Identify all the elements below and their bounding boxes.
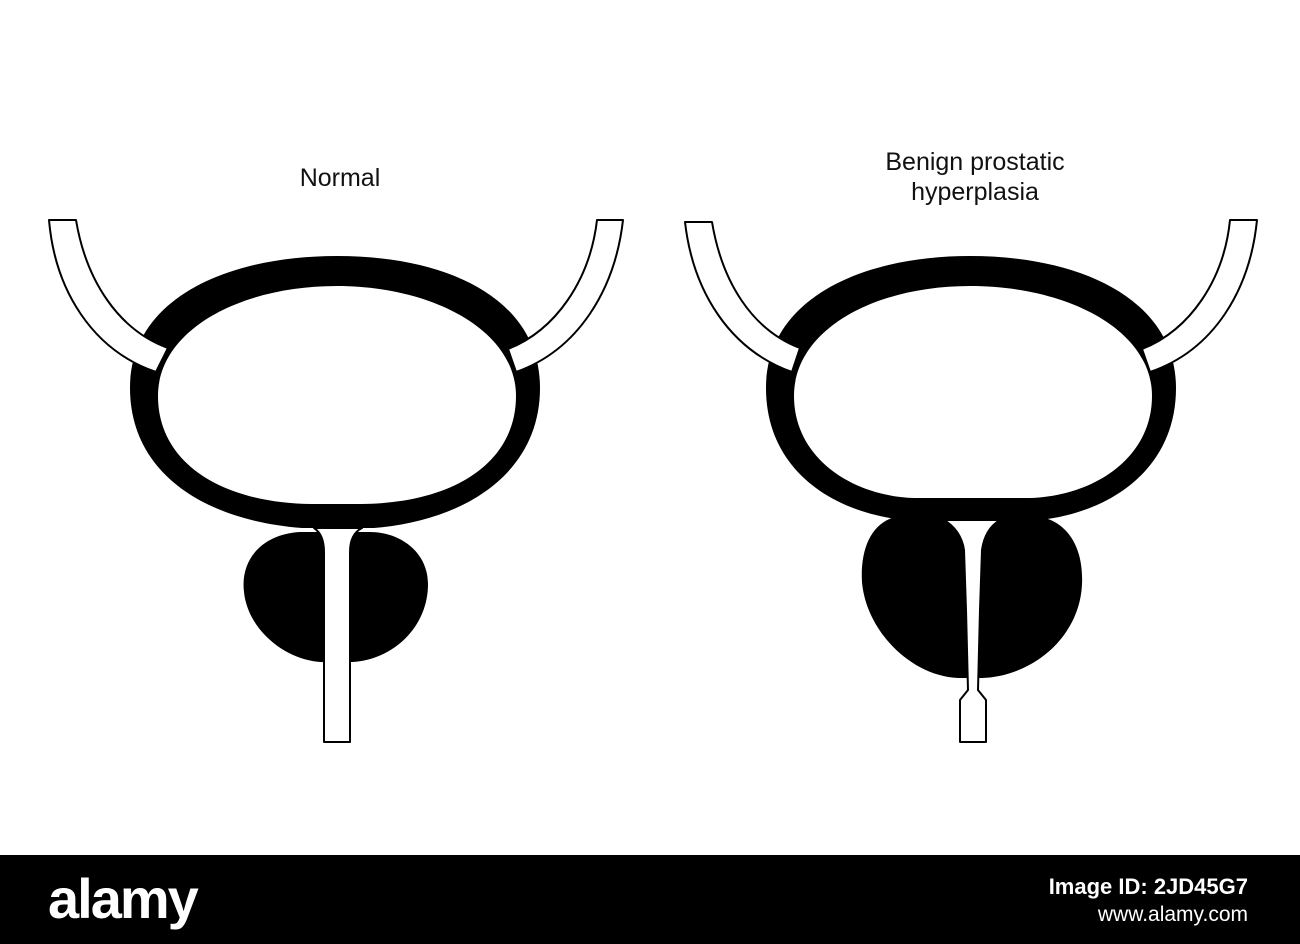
bph-label-line2: hyperplasia: [911, 178, 1039, 206]
normal-bladder-wall: [130, 256, 540, 528]
normal-left-ureter: [48, 219, 169, 373]
bladder-diagrams: [48, 219, 1258, 743]
illustration-canvas: Normal Benign prostatic hyperplasia: [48, 147, 1258, 743]
bph-left-ureter: [684, 221, 801, 373]
bph-label: Benign prostatic hyperplasia: [825, 147, 1125, 207]
image-meta: Image ID: 2JD45G7 www.alamy.com: [1049, 873, 1248, 929]
bph-bladder-diagram: [684, 219, 1258, 743]
normal-label: Normal: [299, 164, 381, 192]
bph-label-line1: Benign prostatic: [885, 148, 1065, 176]
normal-bladder-diagram: [48, 219, 624, 743]
bph-bladder-wall: [766, 256, 1176, 520]
image-id: Image ID: 2JD45G7: [1048, 874, 1248, 899]
normal-urethra: [313, 527, 363, 743]
bph-urethra: [943, 519, 1001, 743]
bph-right-ureter: [1141, 219, 1258, 373]
watermark-footer: alamy Image ID: 2JD45G7 www.alamy.com: [0, 855, 1300, 944]
brand-logo: alamy: [48, 867, 199, 930]
site-url: www.alamy.com: [1097, 903, 1248, 926]
normal-right-ureter: [507, 219, 624, 373]
